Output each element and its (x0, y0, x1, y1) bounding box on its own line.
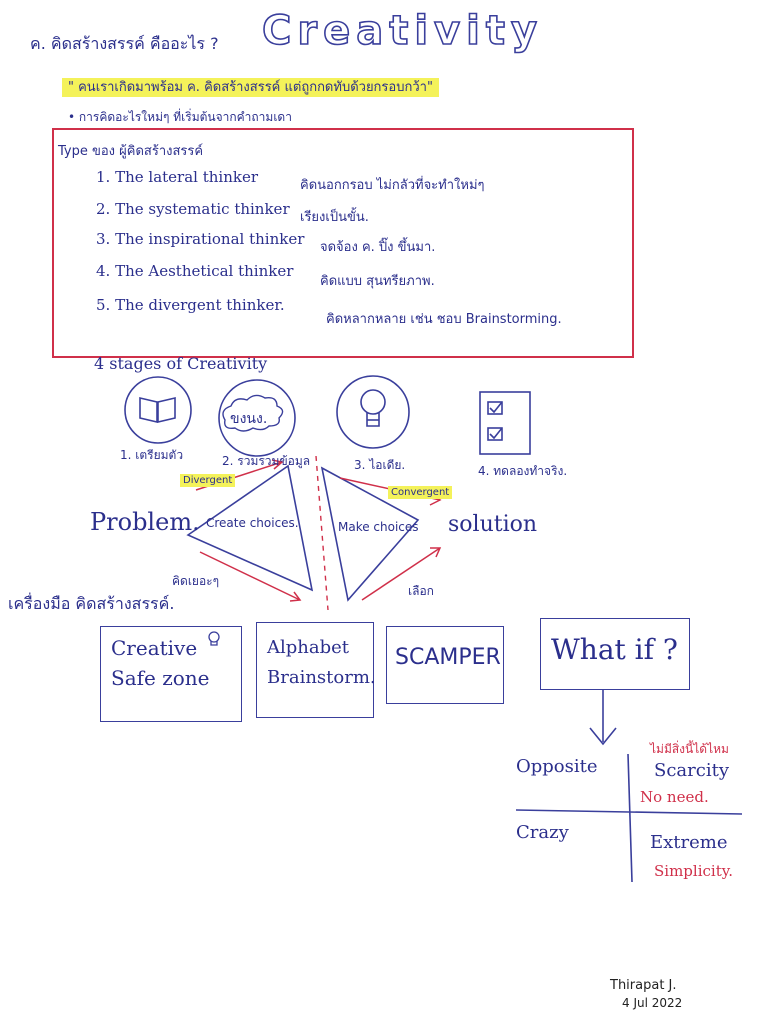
cloud-text: ขงนง. (230, 411, 268, 427)
stages-heading: 4 stages of Creativity (94, 354, 268, 373)
book-circle (124, 376, 192, 444)
type-label-2: 2. The systematic thinker (96, 200, 290, 218)
matrix-no-need: No need. (640, 788, 709, 806)
stage-label-2: 2. รวมรวมข้อมูล (222, 454, 311, 468)
create-choices-label: Create choices. (206, 516, 299, 530)
make-choices-label: Make choices (338, 520, 419, 534)
type-desc-2: เรียงเป็นขั้น. (300, 210, 369, 225)
diverge-note: คิดเยอะๆ (172, 574, 220, 588)
signature-date: 4 Jul 2022 (622, 996, 683, 1010)
cloud-icon (222, 394, 284, 432)
divergent-tag: Divergent (180, 474, 236, 487)
create-choices-shape (186, 464, 314, 592)
cloud-circle (218, 379, 296, 457)
checklist-icon (479, 391, 531, 455)
type-desc-3: จดจ้อง ค. ปิ๊ง ขึ้นมา. (320, 240, 436, 255)
matrix-extreme: Extreme (650, 832, 728, 853)
header-question: ค. คิดสร้างสรรค์ คืออะไร ? (30, 34, 219, 53)
problem-label: Problem. (90, 508, 200, 536)
book-icon (139, 396, 176, 424)
stage-label-3: 3. ไอเดีย. (354, 458, 406, 472)
quote-highlight: " คนเราเกิดมาพร้อม ค. คิดสร้างสรรค์ แต่ถ… (62, 78, 439, 97)
matrix-scarcity-note: ไม่มีสิ่งนี้ได้ไหม (650, 742, 729, 756)
type-label-5: 5. The divergent thinker. (96, 296, 285, 314)
page-title: Creativity (261, 7, 544, 55)
small-lightbulb-icon (206, 630, 222, 652)
solution-label: solution (448, 512, 538, 537)
converge-note: เลือก (408, 584, 434, 598)
tool-what-if: What if ? (540, 618, 690, 690)
make-choices-shape (320, 466, 420, 602)
matrix-vertical (627, 753, 633, 883)
tool-alphabet-brainstorm: Alphabet Brainstorm. (256, 622, 376, 718)
type-desc-5: คิดหลากหลาย เช่น ชอบ Brainstorming. (326, 312, 562, 327)
tool-label-1: Creative Safe zone (111, 636, 210, 690)
types-heading: Type ของ ผู้คิดสร้างสรรค์ (58, 144, 204, 159)
note: • การคิดอะไรใหม่ๆ ที่เริ่มต้นจากคำถามเดา (68, 110, 292, 124)
matrix-opposite: Opposite (516, 756, 598, 777)
lightbulb-icon (360, 389, 386, 427)
bulb-circle (336, 375, 410, 449)
down-arrow-icon (589, 690, 617, 746)
type-desc-1: คิดนอกกรอบ ไม่กลัวที่จะทำใหม่ๆ (300, 178, 485, 193)
center-divider (315, 455, 329, 611)
type-label-3: 3. The inspirational thinker (96, 230, 305, 248)
types-box (52, 128, 634, 358)
quote: " คนเราเกิดมาพร้อม ค. คิดสร้างสรรค์ แต่ถ… (62, 76, 439, 97)
convergent-tag: Convergent (388, 486, 453, 499)
type-desc-4: คิดแบบ สุนทรียภาพ. (320, 274, 435, 289)
stage-label-4: 4. ทดลองทำจริง. (478, 464, 568, 478)
matrix-horizontal (515, 809, 743, 815)
tool-label-3: SCAMPER (395, 645, 501, 670)
type-label-1: 1. The lateral thinker (96, 168, 258, 186)
type-label-4: 4. The Aesthetical thinker (96, 262, 294, 280)
matrix-simplicity: Simplicity. (654, 862, 733, 880)
tool-label-2: Alphabet Brainstorm. (267, 637, 376, 688)
tool-label-4: What if ? (551, 633, 678, 666)
tool-scamper: SCAMPER (386, 626, 504, 704)
tool-creative-safe-zone: Creative Safe zone (100, 626, 242, 722)
stage-label-1: 1. เตรียมตัว (120, 448, 184, 462)
matrix-crazy: Crazy (516, 822, 569, 843)
matrix-scarcity: Scarcity (654, 760, 729, 781)
tools-heading: เครื่องมือ คิดสร้างสรรค์. (8, 594, 175, 613)
signature-name: Thirapat J. (610, 978, 677, 993)
